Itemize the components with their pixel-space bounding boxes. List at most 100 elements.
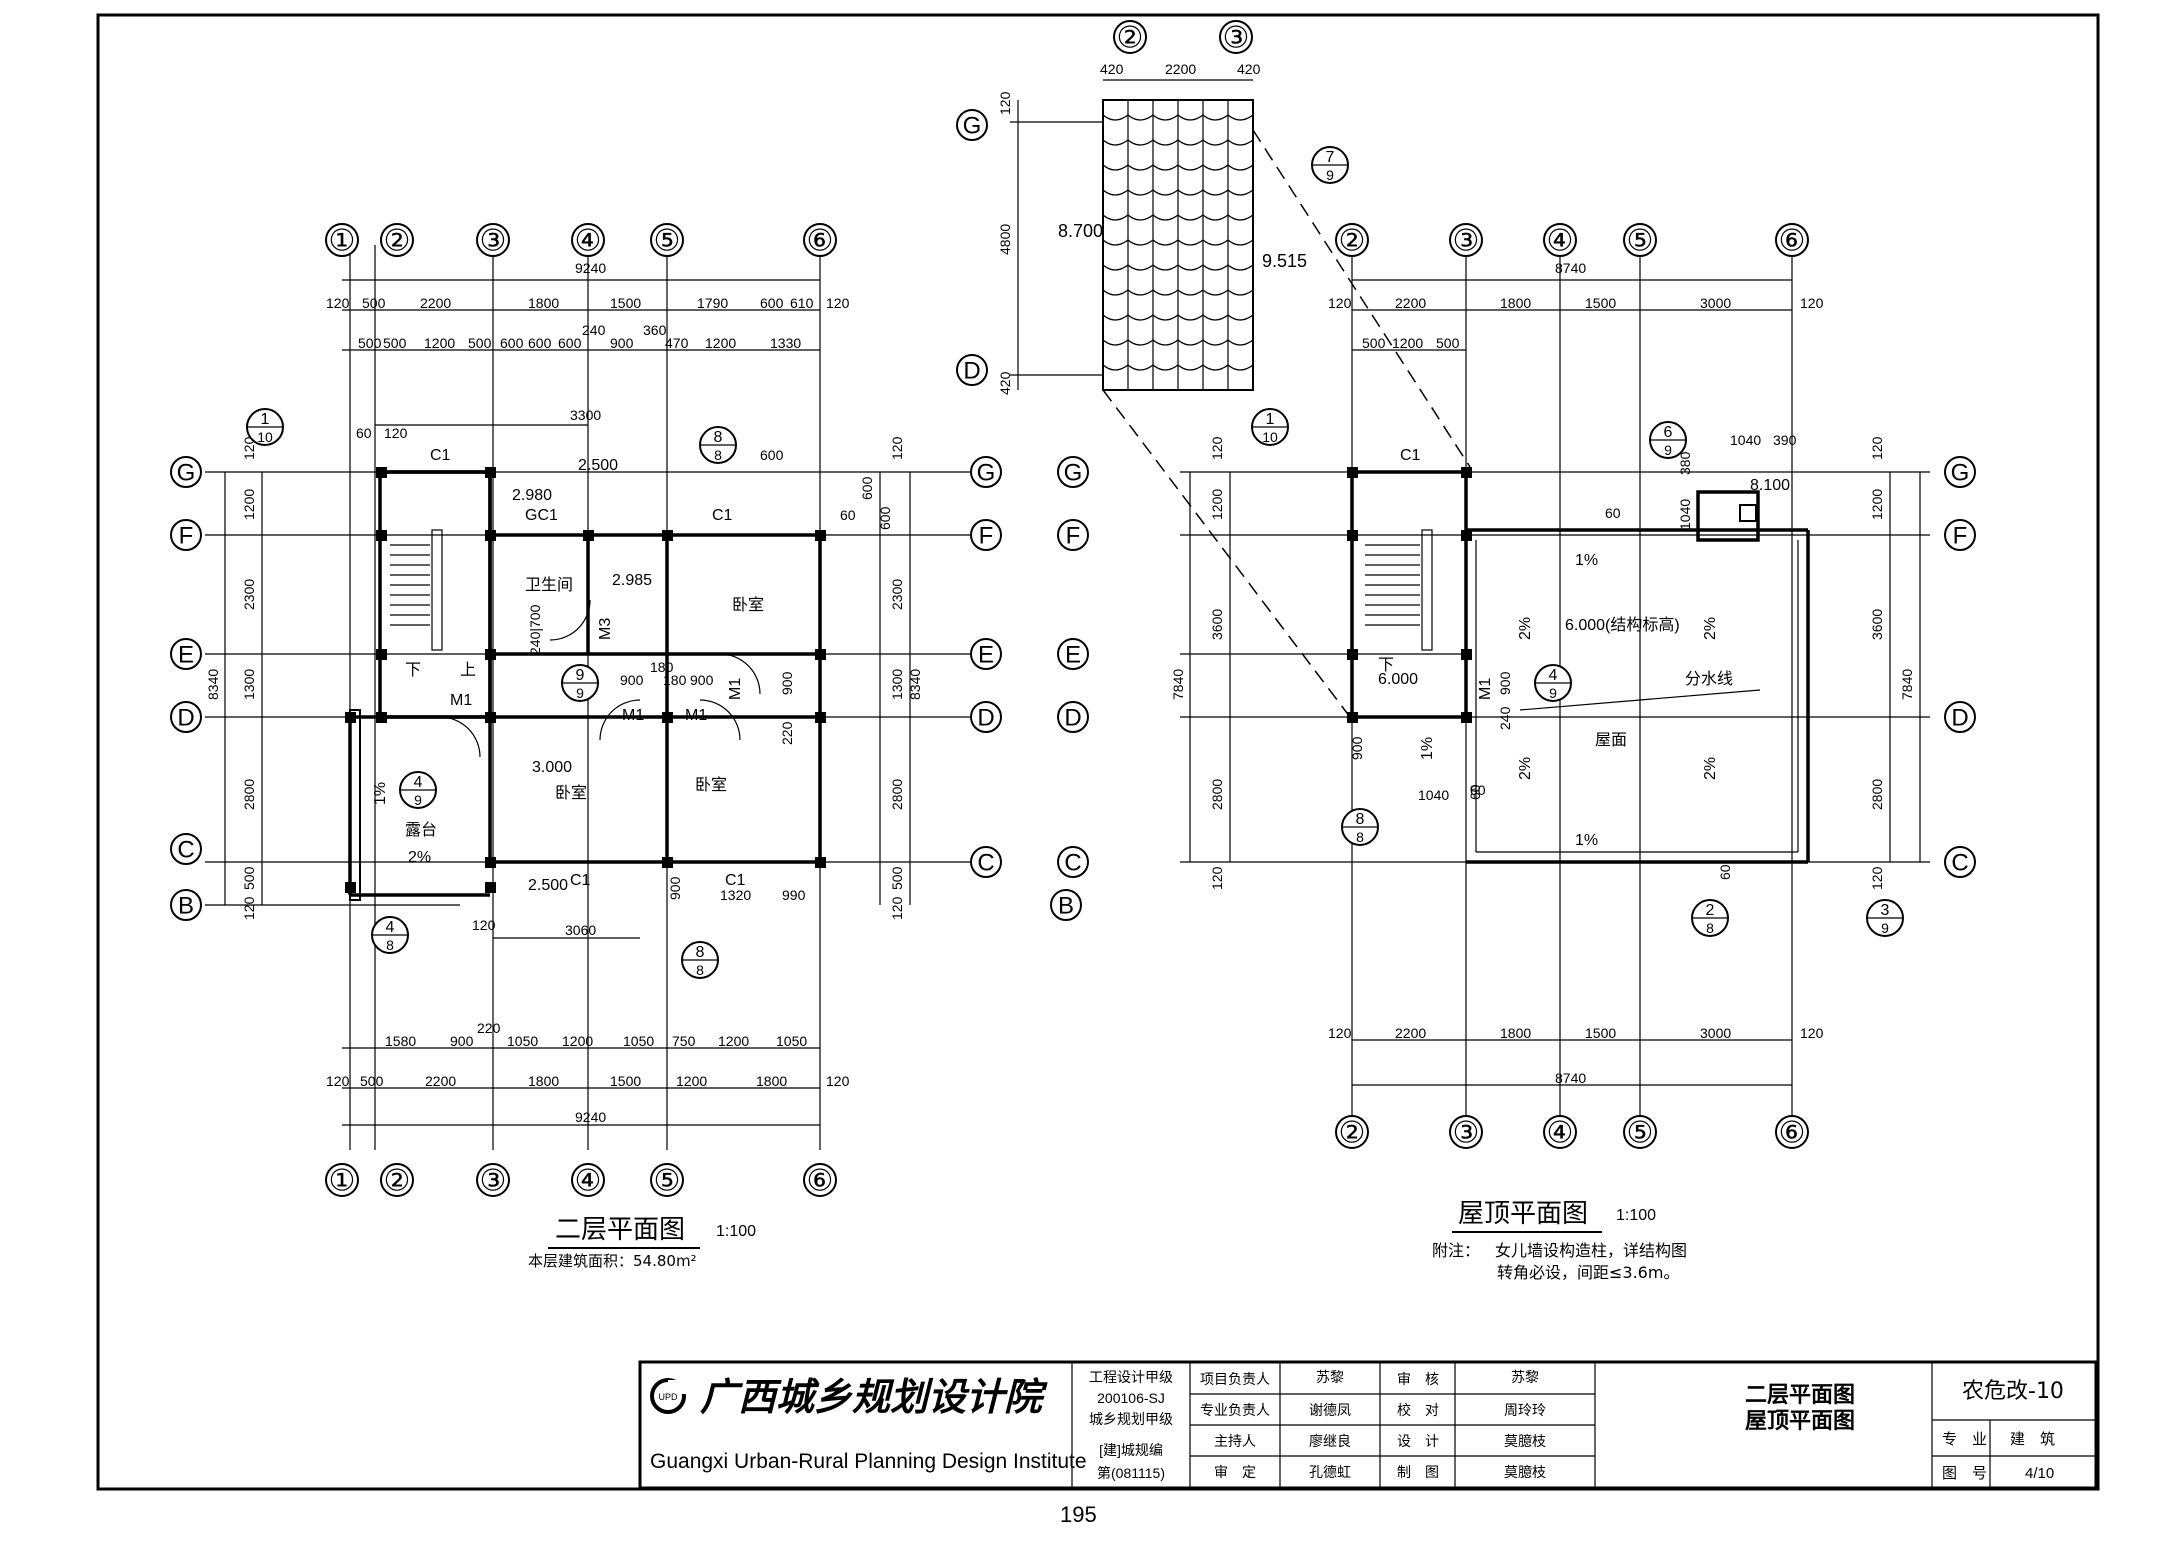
axis-label: C bbox=[1064, 850, 1081, 877]
axis-label: ③ bbox=[1453, 225, 1480, 258]
project-code: 农危改-10 bbox=[1962, 1379, 2064, 1404]
dim-text: 1050 bbox=[623, 1033, 654, 1049]
dim-text: 390 bbox=[1773, 432, 1797, 448]
detail-num: 4 bbox=[1549, 667, 1558, 684]
axis-label: C bbox=[977, 850, 994, 877]
axis-label: ② bbox=[1117, 22, 1144, 55]
detail-den: 8 bbox=[1356, 829, 1364, 845]
qualification: 200106-SJ bbox=[1097, 1390, 1165, 1406]
dim-text: 500 bbox=[1436, 335, 1460, 351]
dim-text: 120 bbox=[889, 436, 905, 460]
dim-overall: 9240 bbox=[575, 260, 606, 276]
dim-text: 60 bbox=[1605, 505, 1621, 521]
elevation: 9.515 bbox=[1262, 251, 1307, 271]
dim-text: 1800 bbox=[1500, 1025, 1531, 1041]
area-note: 本层建筑面积：54.80m² bbox=[528, 1252, 697, 1270]
axis-label: ② bbox=[1339, 225, 1366, 258]
dim-text: 1040 bbox=[1677, 499, 1693, 530]
axis-label: E bbox=[178, 642, 194, 669]
dim-text: 900 bbox=[620, 672, 644, 688]
label: 下 bbox=[405, 662, 421, 679]
elevation: 2.500 bbox=[528, 877, 568, 894]
dim-text: 1800 bbox=[528, 295, 559, 311]
dim-text: 1200 bbox=[1392, 335, 1423, 351]
label: M1 bbox=[622, 707, 644, 724]
room-label: 卫生间 bbox=[525, 576, 573, 594]
dim-text: 120 bbox=[889, 896, 905, 920]
axis-label: E bbox=[978, 642, 994, 669]
axis-label: C bbox=[1951, 850, 1968, 877]
dim-text: 1300 bbox=[889, 669, 905, 700]
dim-text: 1200 bbox=[424, 335, 455, 351]
label: C1 bbox=[725, 872, 746, 889]
dim-text: 3060 bbox=[565, 922, 596, 938]
dim-text: 1580 bbox=[385, 1033, 416, 1049]
detail-num: 9 bbox=[576, 667, 585, 684]
axis-label: D bbox=[1064, 705, 1081, 732]
qualification: 工程设计甲级 bbox=[1089, 1369, 1173, 1385]
elevation: 6.000(结构标高) bbox=[1565, 616, 1680, 634]
axis-label: ④ bbox=[575, 1165, 602, 1198]
discipline-label: 专 业 bbox=[1942, 1430, 1987, 1448]
axis-label: ③ bbox=[480, 1165, 507, 1198]
axis-label: ① bbox=[329, 225, 356, 258]
person: 廖继良 bbox=[1309, 1433, 1351, 1449]
dim-text: 120 bbox=[826, 1073, 850, 1089]
axis-label: F bbox=[179, 523, 194, 550]
detail-num: 2 bbox=[1706, 902, 1715, 919]
dim-text: 3000 bbox=[1700, 295, 1731, 311]
dim-text: 3600 bbox=[1209, 609, 1225, 640]
dim-overall: 8740 bbox=[1555, 1070, 1586, 1086]
dim-text: 1800 bbox=[1500, 295, 1531, 311]
label: 下 bbox=[1378, 657, 1394, 674]
roof-plan: ② ③ ④ ⑤ ⑥ ② ③ ④ ⑤ ⑥ G F E D C G F D C bbox=[1057, 223, 1976, 1282]
person: 苏黎 bbox=[1316, 1369, 1344, 1385]
note-line: 转角必设，间距≤3.6m。 bbox=[1497, 1263, 1679, 1282]
slope: 1% bbox=[1575, 832, 1598, 849]
detail-den: 8 bbox=[714, 447, 722, 463]
label: C1 bbox=[570, 872, 591, 889]
dim-text: 240 bbox=[582, 322, 606, 338]
dim-text: 500 bbox=[1362, 335, 1386, 351]
slope: 2% bbox=[408, 849, 431, 866]
label: 上 bbox=[460, 661, 476, 679]
detail-den: 8 bbox=[386, 937, 394, 953]
elevation: 6.000 bbox=[1378, 671, 1418, 688]
label: C1 bbox=[1400, 447, 1421, 464]
slope: 1% bbox=[1575, 552, 1598, 569]
detail-num: 1 bbox=[1266, 411, 1275, 428]
dim-overall: 8740 bbox=[1555, 260, 1586, 276]
dim-text: 1300 bbox=[241, 669, 257, 700]
institute-name-en: Guangxi Urban-Rural Planning Design Inst… bbox=[650, 1450, 1087, 1473]
dim-text: 360 bbox=[643, 322, 667, 338]
qualification: 城乡规划甲级 bbox=[1089, 1411, 1173, 1427]
dim-text: 2200 bbox=[1165, 61, 1196, 77]
axis-label: ⑤ bbox=[1627, 225, 1654, 258]
dim-text: 2800 bbox=[241, 779, 257, 810]
dim-text: 120 bbox=[1869, 866, 1885, 890]
axis-label: D bbox=[963, 358, 980, 385]
note-line: 女儿墙设构造柱，详结构图 bbox=[1495, 1241, 1687, 1260]
dim-text: 420 bbox=[1237, 61, 1261, 77]
dim-text: 120 bbox=[1209, 866, 1225, 890]
axis-label: ② bbox=[384, 1165, 411, 1198]
dim-text: 220 bbox=[779, 721, 795, 745]
dim-text: 500 bbox=[360, 1073, 384, 1089]
institute-logo: UPD bbox=[650, 1378, 686, 1414]
plan-title: 屋顶平面图 bbox=[1458, 1199, 1588, 1229]
dim-text: 500 bbox=[383, 335, 407, 351]
detail-den: 8 bbox=[1706, 920, 1714, 936]
detail-num: 1 bbox=[261, 411, 270, 428]
qualification: 第(081115) bbox=[1097, 1465, 1165, 1481]
dim-text: 1050 bbox=[507, 1033, 538, 1049]
role: 设 计 bbox=[1397, 1433, 1439, 1449]
plan-scale: 1:100 bbox=[716, 1223, 756, 1240]
slope: 2% bbox=[1702, 617, 1719, 640]
elevation: 3.000 bbox=[532, 759, 572, 776]
axis-label: ① bbox=[329, 1165, 356, 1198]
dim-text: 2800 bbox=[1209, 779, 1225, 810]
room-label: 卧室 bbox=[732, 596, 764, 614]
slope: 1% bbox=[372, 782, 389, 805]
dim-text: 600 bbox=[859, 476, 875, 500]
dim-text: 4800 bbox=[997, 224, 1013, 255]
